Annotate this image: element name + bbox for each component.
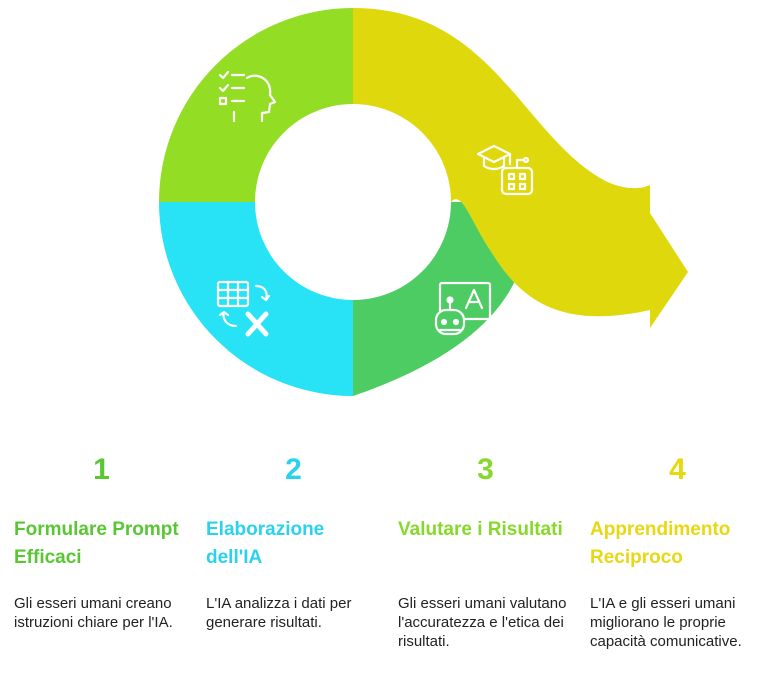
graduation-cap-robot-icon: [476, 144, 534, 196]
step-4: 4 Apprendimento Reciproco L'IA e gli ess…: [590, 448, 765, 651]
step-1: 1 Formulare Prompt Efficaci Gli esseri u…: [14, 448, 189, 632]
step-number: 3: [477, 453, 494, 486]
step-description: L'IA analizza i dati per generare risult…: [206, 595, 352, 631]
step-title: Apprendimento Reciproco: [590, 519, 731, 568]
cycle-diagram: [159, 8, 688, 396]
step-number: 1: [93, 453, 110, 486]
step-description: L'IA e gli esseri umani migliorano le pr…: [590, 595, 742, 650]
checklist-head-icon: [218, 70, 277, 123]
segment-1: [159, 8, 353, 202]
step-description: Gli esseri umani creano istruzioni chiar…: [14, 595, 173, 631]
step-3: 3 Valutare i Risultati Gli esseri umani …: [398, 448, 573, 651]
step-description: Gli esseri umani valutano l'accuratezza …: [398, 595, 567, 650]
step-number: 2: [285, 453, 302, 486]
step-number: 4: [669, 453, 686, 486]
robot-board-letter-a-icon: [434, 281, 492, 336]
spreadsheet-arrows-x-icon: [216, 280, 271, 337]
segment-2: [159, 202, 353, 396]
step-title: Elaborazione dell'IA: [206, 519, 325, 568]
step-2: 2 Elaborazione dell'IA L'IA analizza i d…: [206, 448, 381, 632]
step-title: Valutare i Risultati: [398, 519, 563, 540]
step-title: Formulare Prompt Efficaci: [14, 519, 179, 568]
